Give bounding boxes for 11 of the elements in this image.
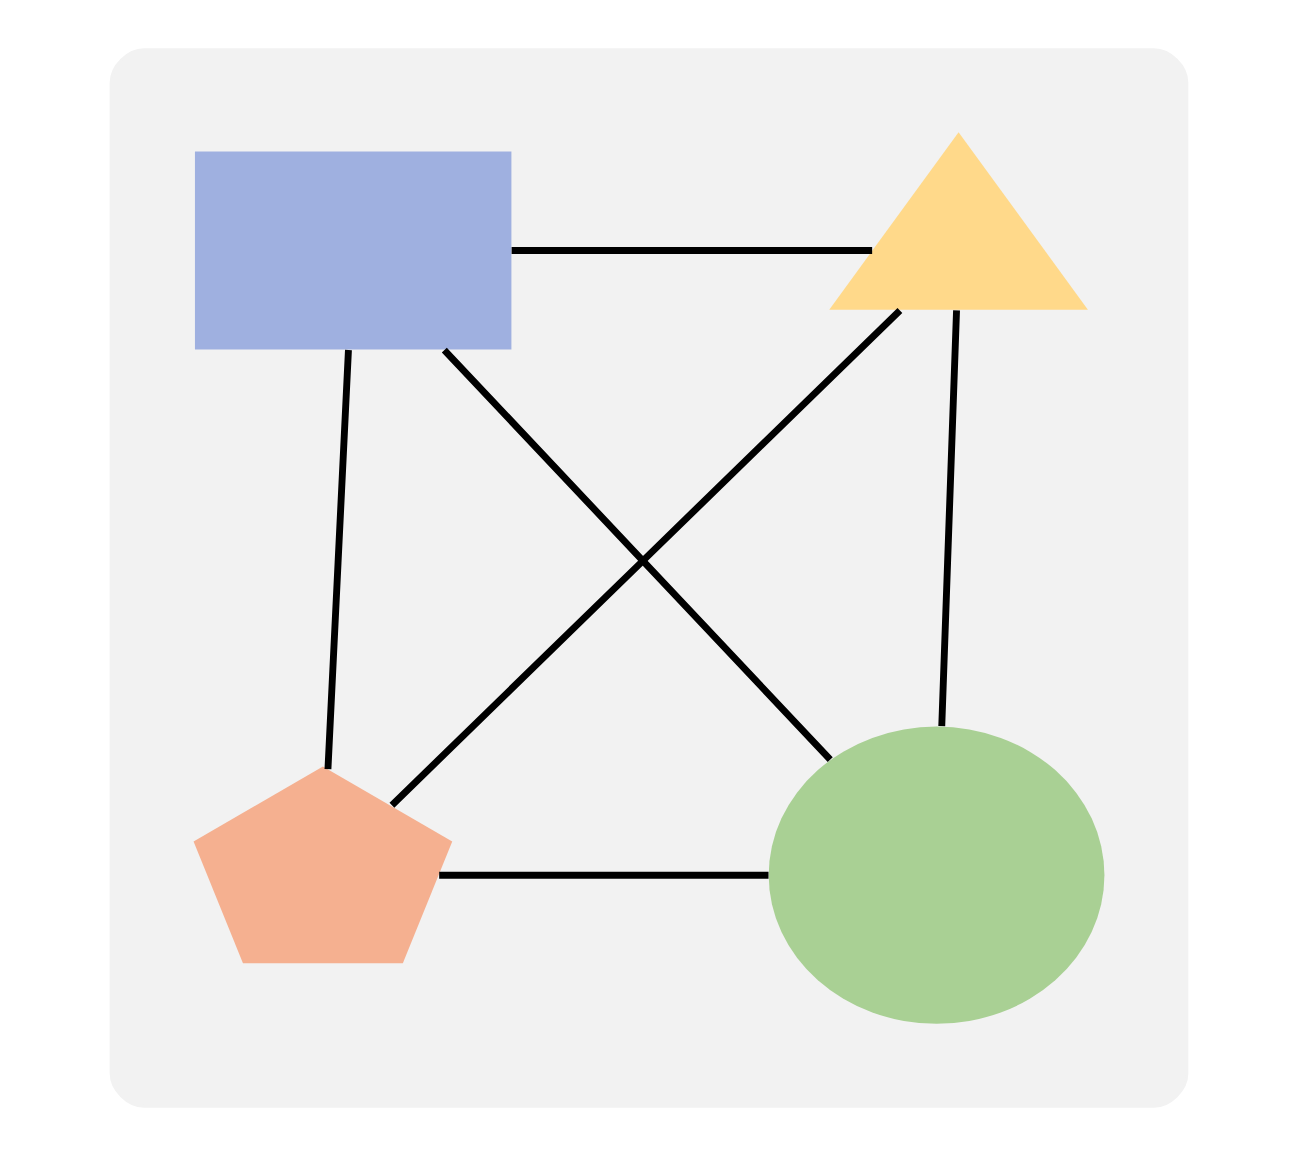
connector (324, 349, 352, 770)
connector (441, 347, 833, 762)
connector (439, 871, 769, 879)
node-box (194, 151, 512, 350)
connector (389, 307, 903, 808)
node-pentagon (193, 766, 453, 964)
node-triangle (829, 132, 1088, 310)
connector (511, 247, 873, 254)
connector (938, 310, 960, 727)
cluster (109, 48, 1189, 1108)
node-circle (768, 726, 1105, 1024)
